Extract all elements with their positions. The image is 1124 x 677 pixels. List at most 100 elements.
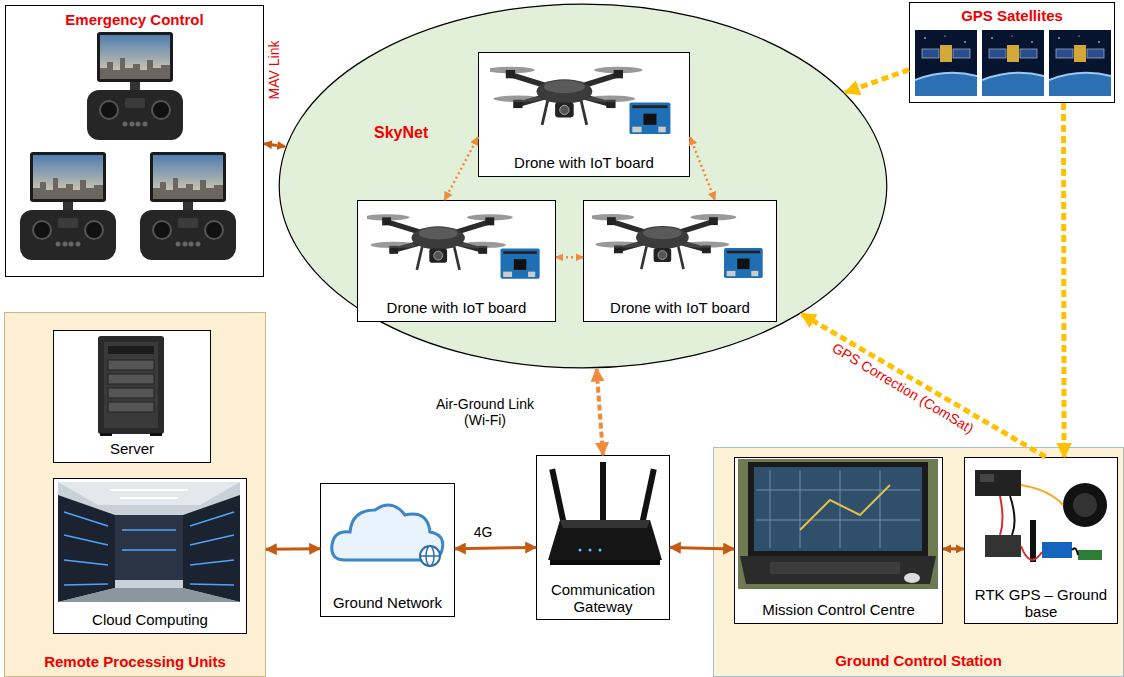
data-centre-photo-part-part — [190, 584, 234, 585]
rtk-kit-photo-part — [1021, 546, 1042, 560]
link-arrow — [845, 70, 909, 93]
data-centre-photo-part — [58, 482, 240, 602]
rtk-kit-photo-part — [975, 470, 1021, 496]
server-tower-part — [108, 346, 154, 354]
rtk-kit-photo — [975, 470, 1107, 562]
link-arrow — [266, 547, 320, 551]
link-arrow — [264, 144, 285, 147]
group-heading: Emergency Control — [65, 11, 203, 28]
cloud-icon — [332, 505, 443, 566]
link-arrow — [801, 314, 1045, 457]
link-label: GPS Correction (ComSat) — [829, 340, 976, 437]
data-centre-photo-part-part — [190, 560, 234, 565]
box-caption: Drone with IoT board — [610, 299, 750, 316]
data-centre-photo-part-part — [120, 497, 178, 499]
rtk-kit-photo-part — [1021, 485, 1063, 505]
data-centre-photo-part — [115, 515, 183, 580]
link-arrow — [943, 547, 964, 550]
router-picture-part — [600, 462, 606, 520]
data-centre-photo-part-part — [64, 535, 108, 545]
data-centre-photo-part-part — [64, 584, 108, 585]
cloud-icon-part — [420, 555, 440, 557]
link-label: 4G — [474, 524, 493, 540]
laptop-photo-part — [748, 462, 928, 556]
data-centre-photo-part — [58, 482, 240, 505]
server-tower-part — [108, 402, 154, 412]
data-centre-photo-part-part — [122, 529, 176, 531]
router-picture-part — [579, 549, 582, 552]
router-picture-part — [599, 549, 602, 552]
laptop-photo-part — [800, 485, 890, 530]
rtk-kit-photo-part — [985, 535, 1021, 557]
cloud-icon-part — [420, 546, 440, 566]
router-picture-part — [640, 469, 657, 523]
rtk-kit-photo-part — [1030, 520, 1036, 562]
laptop-photo-part — [770, 562, 900, 574]
laptop-photo-part-part — [756, 490, 920, 491]
data-centre-photo — [58, 482, 240, 602]
data-centre-photo-part — [58, 588, 240, 602]
satellite-picture-part — [915, 30, 977, 96]
link-label: Air-Ground Link (Wi-Fi) — [428, 396, 543, 428]
rtk-kit-photo-part — [1078, 550, 1102, 560]
box-caption: Mission Control Centre — [762, 601, 915, 618]
router-picture-part — [560, 520, 650, 528]
remote-controller-part — [20, 152, 116, 260]
server-tower-part — [108, 360, 154, 370]
rtk-kit-photo-part — [1000, 496, 1003, 535]
link-arrow — [445, 137, 478, 200]
server-tower-part — [108, 374, 154, 384]
laptop-photo-part-part — [880, 470, 881, 548]
laptop-photo-part — [754, 467, 922, 551]
link-label: MAV Link — [266, 41, 282, 100]
link-arrow — [455, 547, 536, 548]
satellite-picture-part — [982, 30, 1044, 96]
router-picture-part — [550, 560, 660, 565]
group-heading: Remote Processing Units — [44, 653, 226, 670]
link-arrow — [556, 256, 583, 259]
box-caption: Drone with IoT board — [514, 154, 654, 171]
box-caption: Drone with IoT board — [387, 299, 527, 316]
remote-controller-part — [87, 32, 183, 140]
box-caption: Communication Gateway — [541, 581, 665, 616]
rtk-kit-photo-part — [1072, 548, 1078, 555]
laptop-photo-part — [740, 556, 936, 584]
ellipse-shape — [279, 4, 887, 368]
router-picture — [548, 462, 662, 565]
server-tower-part — [100, 433, 112, 436]
data-centre-photo-part-part — [110, 489, 188, 491]
box-caption: Ground Network — [333, 594, 442, 611]
drone-picture-part — [363, 214, 539, 279]
server-tower — [98, 336, 164, 436]
link-arrow — [690, 137, 715, 200]
server-tower-part — [98, 336, 164, 434]
router-picture-part — [549, 469, 566, 523]
laptop-photo-part-part — [840, 470, 841, 548]
drone-picture-part — [588, 214, 762, 278]
rtk-kit-photo-part — [1063, 483, 1107, 527]
drone-picture-part — [486, 67, 670, 134]
group-heading: Ground Control Station — [835, 652, 1002, 669]
laptop-photo-part-part — [756, 520, 920, 521]
data-centre-photo-part-part — [190, 512, 234, 526]
data-centre-photo-part — [58, 495, 115, 602]
laptop-photo-part-part — [800, 470, 801, 548]
data-centre-photo-part — [110, 490, 188, 498]
data-centre-photo-part-part — [122, 549, 176, 551]
data-centre-photo-part — [183, 495, 240, 602]
data-centre-photo-part-part — [64, 512, 108, 526]
laptop-photo-part — [904, 573, 920, 583]
laptop-photo-part — [738, 459, 938, 589]
data-centre-photo-part-part — [190, 535, 234, 545]
server-tower-part — [104, 342, 158, 428]
rtk-kit-photo-part — [1010, 496, 1015, 535]
server-tower-part — [108, 388, 154, 398]
laptop-photo-part-part — [770, 470, 771, 548]
satellite-picture — [915, 30, 1111, 96]
remote-controller — [20, 32, 236, 260]
laptop-photo-part — [756, 470, 920, 548]
drone-picture — [363, 67, 762, 279]
